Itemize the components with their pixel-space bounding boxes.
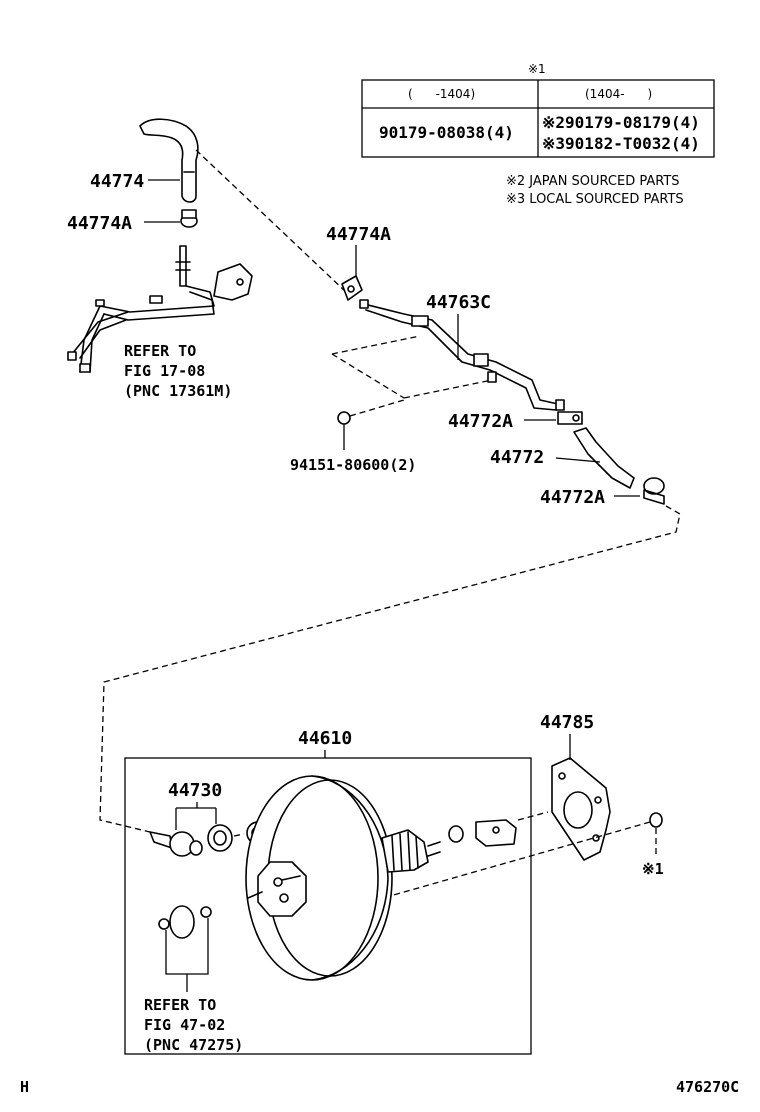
bolt-94151-80600 [337,411,351,425]
label-44774: 44774 [90,171,144,192]
label-44785: 44785 [540,712,594,733]
clamp-44774A-right [341,275,363,301]
label-44610: 44610 [298,728,352,749]
ref1-line3: (PNC 17361M) [124,382,232,400]
booster-assembly-frame [124,757,532,1055]
brake-booster-44610 [245,775,441,981]
clamp-44772A-lower [643,477,665,505]
table-col2-header: (1404- ) [585,87,652,101]
gasket-44785 [551,757,611,861]
ref1-line1: REFER TO [124,342,196,360]
label-44763C: 44763C [426,292,491,313]
ref1-line2: FIG 17-08 [124,362,205,380]
clevis-pin-bushing [448,825,464,843]
o-ring-and-nuts [158,905,212,939]
figure-id: 476270C [676,1078,739,1096]
clevis-yoke [475,819,517,847]
nut-marker-1 [649,812,663,828]
vacuum-pipe-44763C [359,299,565,411]
ref2-line1: REFER TO [144,996,216,1014]
table-col1-header: ( -1404) [408,87,475,101]
variant-table: ※1 ( -1404) (1404- ) 90179-08038(4) ※290… [361,62,715,158]
table-col2-value-1: ※290179-08179(4) [542,113,700,132]
table-col1-value: 90179-08038(4) [379,123,514,142]
clamp-44772A-upper [557,411,583,425]
marker-1-label: ※1 [642,860,664,878]
check-valve-44730 [149,831,203,857]
table-col2-value-2: ※390182-T0032(4) [542,134,700,153]
label-44774A-left: 44774A [67,213,132,234]
label-44774A-right: 44774A [326,224,391,245]
vacuum-pipe-assembly-left [67,245,253,373]
hose-44774 [139,118,199,203]
hose-44772 [573,427,635,489]
label-44772A-lower: 44772A [540,487,605,508]
label-44730: 44730 [168,780,222,801]
label-44772: 44772 [490,447,544,468]
ref2-line3: (PNC 47275) [144,1036,243,1054]
ref2-line2: FIG 47-02 [144,1016,225,1034]
table-marker: ※1 [528,62,546,76]
clamp-44774A-left [180,209,198,228]
footer-left-code: H [20,1078,29,1096]
note-local-sourced: ※3 LOCAL SOURCED PARTS [506,192,684,207]
label-94151-80600: 94151-80600(2) [290,456,416,474]
note-japan-sourced: ※2 JAPAN SOURCED PARTS [506,174,680,189]
label-44772A-upper: 44772A [448,411,513,432]
grommet-44730 [207,824,233,852]
